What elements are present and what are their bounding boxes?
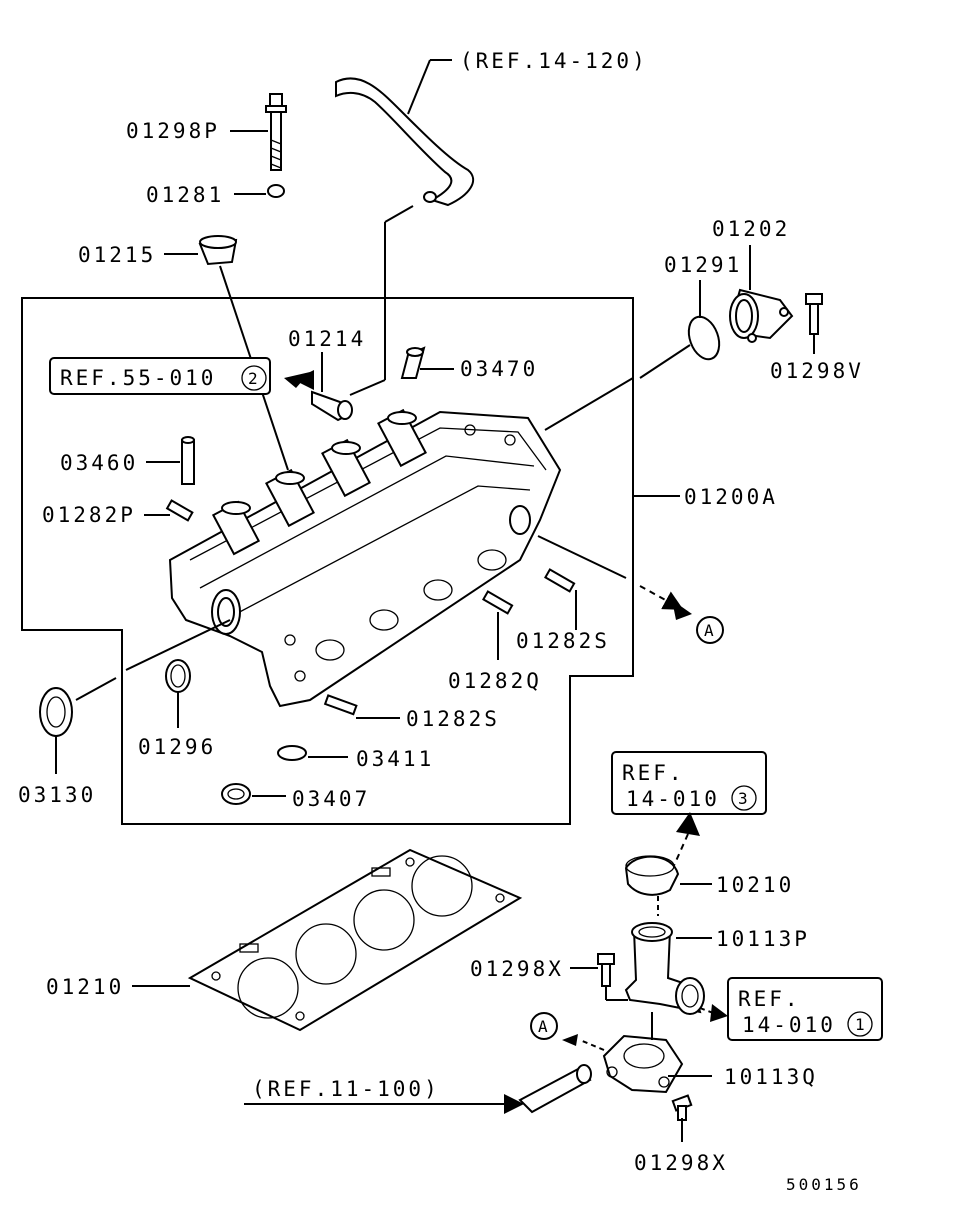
label-03470: 03470 [460,357,538,381]
ref-11-100-label[interactable]: (REF.11-100) [252,1077,440,1101]
label-03407: 03407 [292,787,370,811]
stud-01282S-b [323,694,358,716]
dowel-03460 [181,436,195,485]
ref-55-010-num: 2 [248,369,261,388]
bolt-01298V [805,293,823,335]
outlet-10113P [624,922,705,1015]
label-01210: 01210 [46,975,124,999]
seal-03411 [277,745,307,761]
cylinder-head [168,408,562,708]
marker-a-left[interactable] [530,1012,558,1040]
stud-01282S-a [544,568,576,593]
seal-01296 [165,659,191,693]
ref-14-010-1-box[interactable] [727,977,883,1041]
label-10113P: 10113P [716,927,810,951]
marker-a-right[interactable] [696,616,724,644]
label-01282S-a: 01282S [516,629,610,653]
head-gasket-01210 [187,848,523,1032]
label-01200A: 01200A [684,485,778,509]
ref-14-010-3-num: 3 [738,789,751,808]
ref-14-010-3-line2[interactable]: 14-010 [626,787,720,811]
cap-10210 [624,855,680,896]
diagram-id: 500156 [786,1175,862,1194]
label-10210: 10210 [716,873,794,897]
ref-14-120-label[interactable]: (REF.14-120) [460,49,648,73]
housing-10113Q [602,1034,684,1094]
washer-01281 [267,184,285,198]
breather-hose [335,77,475,207]
stud-01282P [165,499,194,522]
ref-55-010-label[interactable]: REF.55-010 [60,366,216,390]
oil-seal-03130 [39,687,73,737]
label-03460: 03460 [60,451,138,475]
cap-01215 [198,235,238,266]
label-01281: 01281 [146,183,224,207]
label-01298X-b: 01298X [634,1151,728,1175]
label-01298V: 01298V [770,359,864,383]
o-ring-01291 [687,315,721,361]
label-01215: 01215 [78,243,156,267]
housing-01202 [729,288,794,343]
stud-01282Q [482,590,514,615]
ref-55-010-box[interactable] [49,357,271,395]
label-01291: 01291 [664,253,742,277]
dowel-03470 [400,346,426,379]
label-01296: 01296 [138,735,216,759]
ref-14-010-1-line2[interactable]: 14-010 [742,1013,836,1037]
ref-14-010-1-num: 1 [855,1015,868,1034]
ref-14-010-1-line1[interactable]: REF. [738,987,801,1011]
bolt-01298X-b [671,1094,693,1121]
marker-a-left-text: A [538,1017,551,1036]
label-10113Q: 10113Q [724,1065,818,1089]
label-01282P: 01282P [42,503,136,527]
label-03411: 03411 [356,747,434,771]
label-01298P: 01298P [126,119,220,143]
seal-03407 [221,783,251,805]
label-03130: 03130 [18,783,96,807]
marker-a-right-text: A [704,621,717,640]
label-01282S-b: 01282S [406,707,500,731]
pipe-ref-11-100 [518,1064,592,1114]
bolt-01298X-a [597,953,615,987]
label-01282Q: 01282Q [448,669,542,693]
fitting-01214 [311,390,353,422]
ref-14-010-3-line1[interactable]: REF. [622,761,685,785]
label-01214: 01214 [288,327,366,351]
label-01298X-a: 01298X [470,957,564,981]
label-01202: 01202 [712,217,790,241]
assembly-outline [21,297,634,825]
bolt-01298P [265,93,287,171]
